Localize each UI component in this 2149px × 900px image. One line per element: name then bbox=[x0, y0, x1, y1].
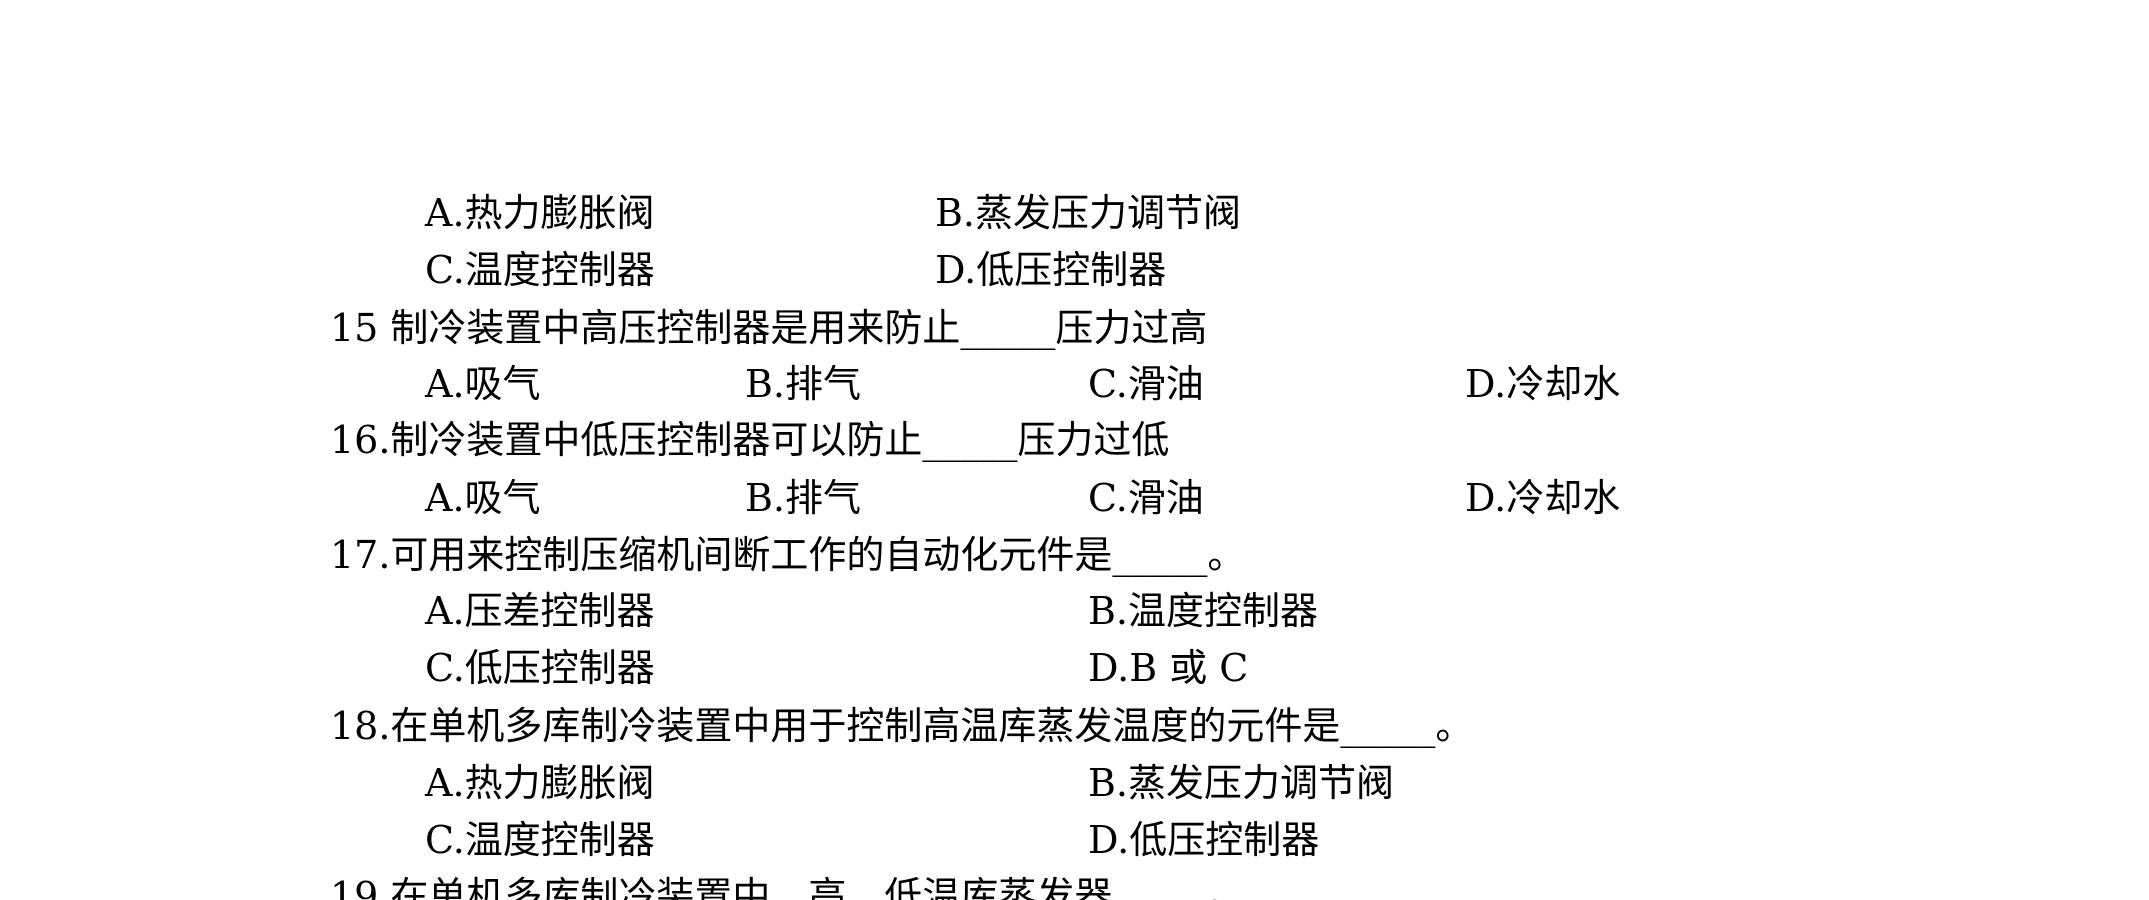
q14-option-b: B.蒸发压力调节阀 bbox=[935, 191, 1242, 235]
q17-option-b: B.温度控制器 bbox=[1088, 589, 1319, 633]
q16-stem: 16.制冷装置中低压控制器可以防止_____压力过低 bbox=[330, 418, 1170, 462]
q15-option-b: B.排气 bbox=[745, 362, 862, 406]
q17-stem: 17.可用来控制压缩机间断工作的自动化元件是_____。 bbox=[330, 533, 1246, 577]
q15-option-a: A.吸气 bbox=[425, 362, 541, 406]
q14-option-d: D.低压控制器 bbox=[935, 248, 1167, 292]
q16-option-c: C.滑油 bbox=[1088, 476, 1204, 520]
q16-option-a: A.吸气 bbox=[425, 476, 541, 520]
q15-stem: 15 制冷装置中高压控制器是用来防止_____压力过高 bbox=[330, 306, 1208, 350]
q15-option-d: D.冷却水 bbox=[1465, 362, 1621, 406]
q14-option-c: C.温度控制器 bbox=[425, 248, 655, 292]
q17-option-a: A.压差控制器 bbox=[425, 589, 655, 633]
q18-option-d: D.低压控制器 bbox=[1088, 818, 1320, 862]
q15-option-c: C.滑油 bbox=[1088, 362, 1204, 406]
q14-option-a: A.热力膨胀阀 bbox=[425, 191, 655, 235]
q17-option-d: D.B 或 C bbox=[1088, 646, 1249, 690]
q18-option-c: C.温度控制器 bbox=[425, 818, 655, 862]
q16-option-d: D.冷却水 bbox=[1465, 476, 1621, 520]
q18-stem: 18.在单机多库制冷装置中用于控制高温库蒸发温度的元件是_____。 bbox=[330, 704, 1474, 748]
q17-option-c: C.低压控制器 bbox=[425, 646, 655, 690]
q19-stem: 19.在单机多库制冷装置中，高、低温库蒸发器_____。 bbox=[330, 874, 1246, 900]
q18-option-a: A.热力膨胀阀 bbox=[425, 761, 655, 805]
q18-option-b: B.蒸发压力调节阀 bbox=[1088, 761, 1395, 805]
q16-option-b: B.排气 bbox=[745, 476, 862, 520]
